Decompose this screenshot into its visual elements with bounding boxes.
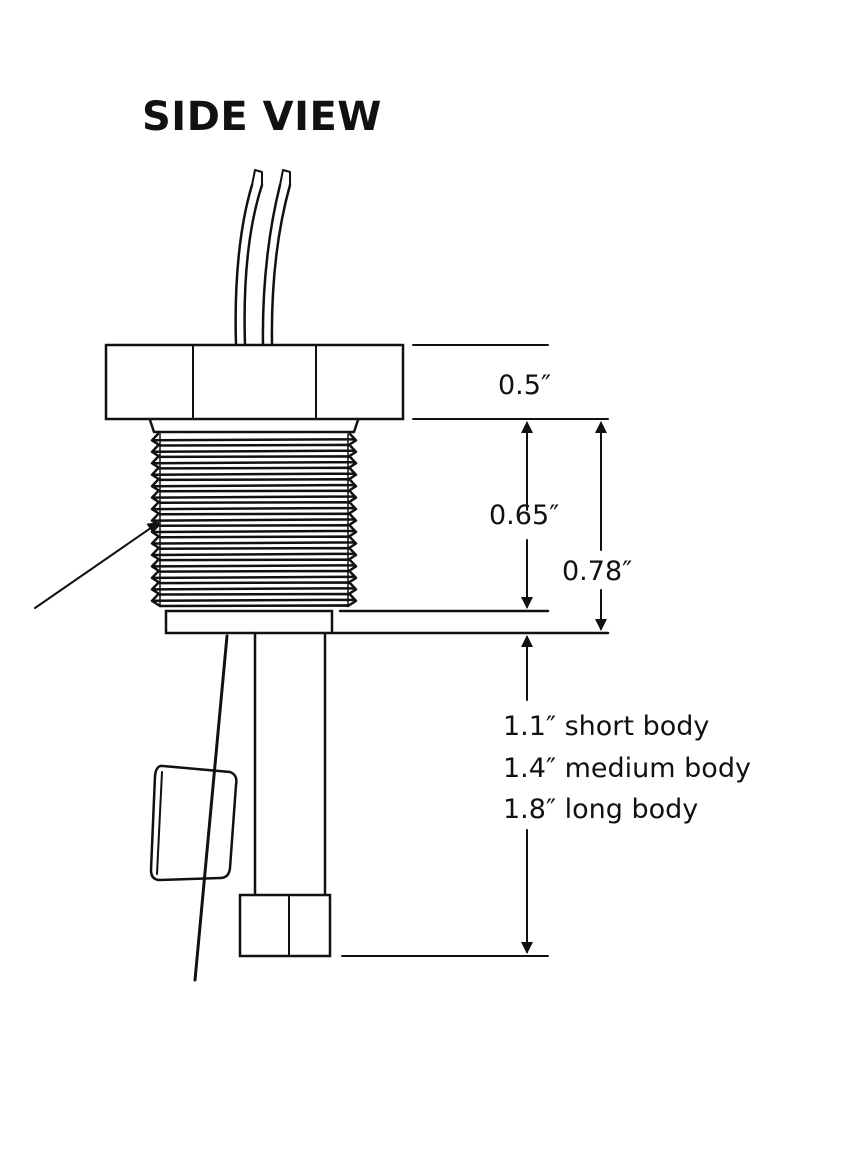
hex-head (104, 343, 405, 421)
drawing-title: SIDE VIEW (142, 94, 382, 140)
dim-body-short: 1.1″ short body (503, 711, 709, 742)
dim-thread-length: 0.65″ (489, 500, 559, 531)
dim-body-long: 1.8″ long body (503, 794, 698, 825)
dimension-arrows (521, 421, 607, 954)
thread-ridges (150, 432, 358, 608)
collar (164, 609, 334, 635)
dim-thread-collar: 0.78″ (562, 556, 632, 587)
threaded-section (148, 418, 360, 608)
bottom-stop (238, 893, 332, 958)
extension-lines (332, 344, 610, 957)
thread-leader-arrow (34, 521, 160, 609)
lead-wires (234, 169, 292, 347)
dim-hex-height: 0.5″ (498, 370, 551, 401)
thread-outline (159, 433, 349, 607)
float-rod (193, 634, 229, 982)
float (149, 764, 238, 882)
dim-body-medium: 1.4″ medium body (503, 753, 751, 784)
stem-body (253, 631, 327, 897)
